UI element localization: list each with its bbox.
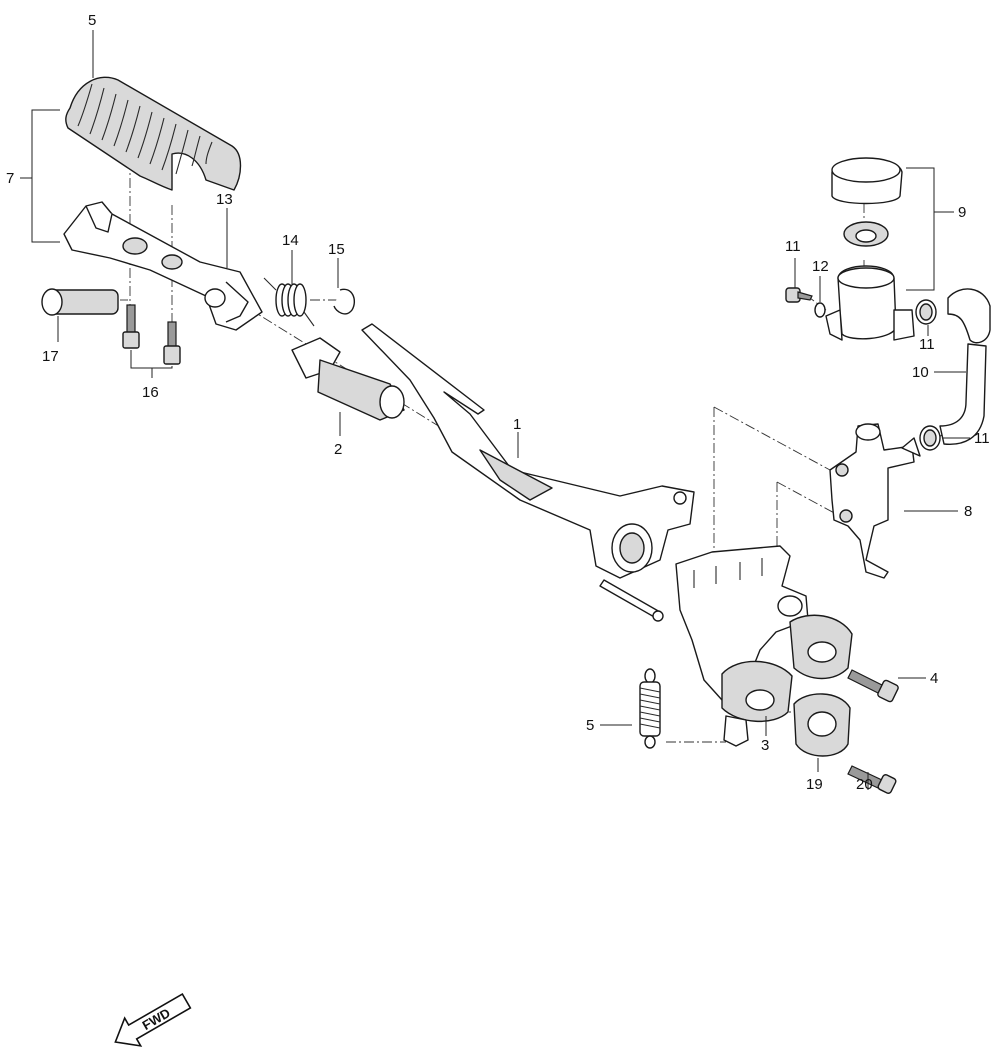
callout-label: 20 — [856, 776, 873, 793]
master-cylinder — [829, 423, 921, 579]
fluid-reservoir — [825, 157, 915, 341]
callout-label: 12 — [812, 258, 829, 275]
callout-label: 11 — [785, 238, 801, 255]
footpeg-bracket — [63, 201, 263, 331]
rubber-bushing — [793, 693, 851, 757]
callout-label: 10 — [912, 364, 929, 381]
sealing-washer — [814, 302, 826, 318]
callout-label: 3 — [761, 737, 769, 754]
callout-label: 11 — [919, 336, 935, 353]
footpeg-rubber — [65, 76, 242, 191]
reservoir-hose — [939, 288, 991, 445]
callout-label: 8 — [964, 503, 972, 520]
callout-label: 14 — [282, 232, 299, 249]
callout-label: 4 — [930, 670, 938, 687]
pivot-shaft — [291, 337, 405, 421]
callout-label: 1 — [513, 416, 521, 433]
return-spring — [639, 668, 661, 749]
forward-arrow-icon: FWD — [114, 992, 192, 1047]
circlip — [333, 288, 356, 315]
callout-label: 13 — [216, 191, 233, 208]
callout-label: 11 — [974, 430, 990, 447]
callout-label: 17 — [42, 348, 59, 365]
hex-bolts-pair — [122, 304, 181, 365]
callout-label: 15 — [328, 241, 345, 258]
callouts: 5 7 13 14 15 17 16 2 1 11 12 9 — [6, 12, 990, 793]
callout-label: 16 — [142, 384, 159, 401]
callout-label: 2 — [334, 441, 342, 458]
callout-label: 5 — [88, 12, 96, 29]
pin — [41, 288, 119, 316]
callout-label: 5 — [586, 717, 594, 734]
callout-label: 7 — [6, 170, 14, 187]
pushrod — [599, 579, 664, 622]
callout-label: 9 — [958, 204, 966, 221]
hose-clamp-upper — [915, 299, 937, 325]
socket-bolt — [847, 765, 897, 794]
flange-bolt — [847, 669, 899, 703]
reservoir-screw — [785, 287, 813, 303]
torsion-spring — [263, 277, 315, 327]
callout-label: 19 — [806, 776, 823, 793]
brake-pedal — [361, 323, 695, 579]
hose-clamp-lower — [919, 425, 941, 451]
mounting-plate — [675, 545, 853, 747]
